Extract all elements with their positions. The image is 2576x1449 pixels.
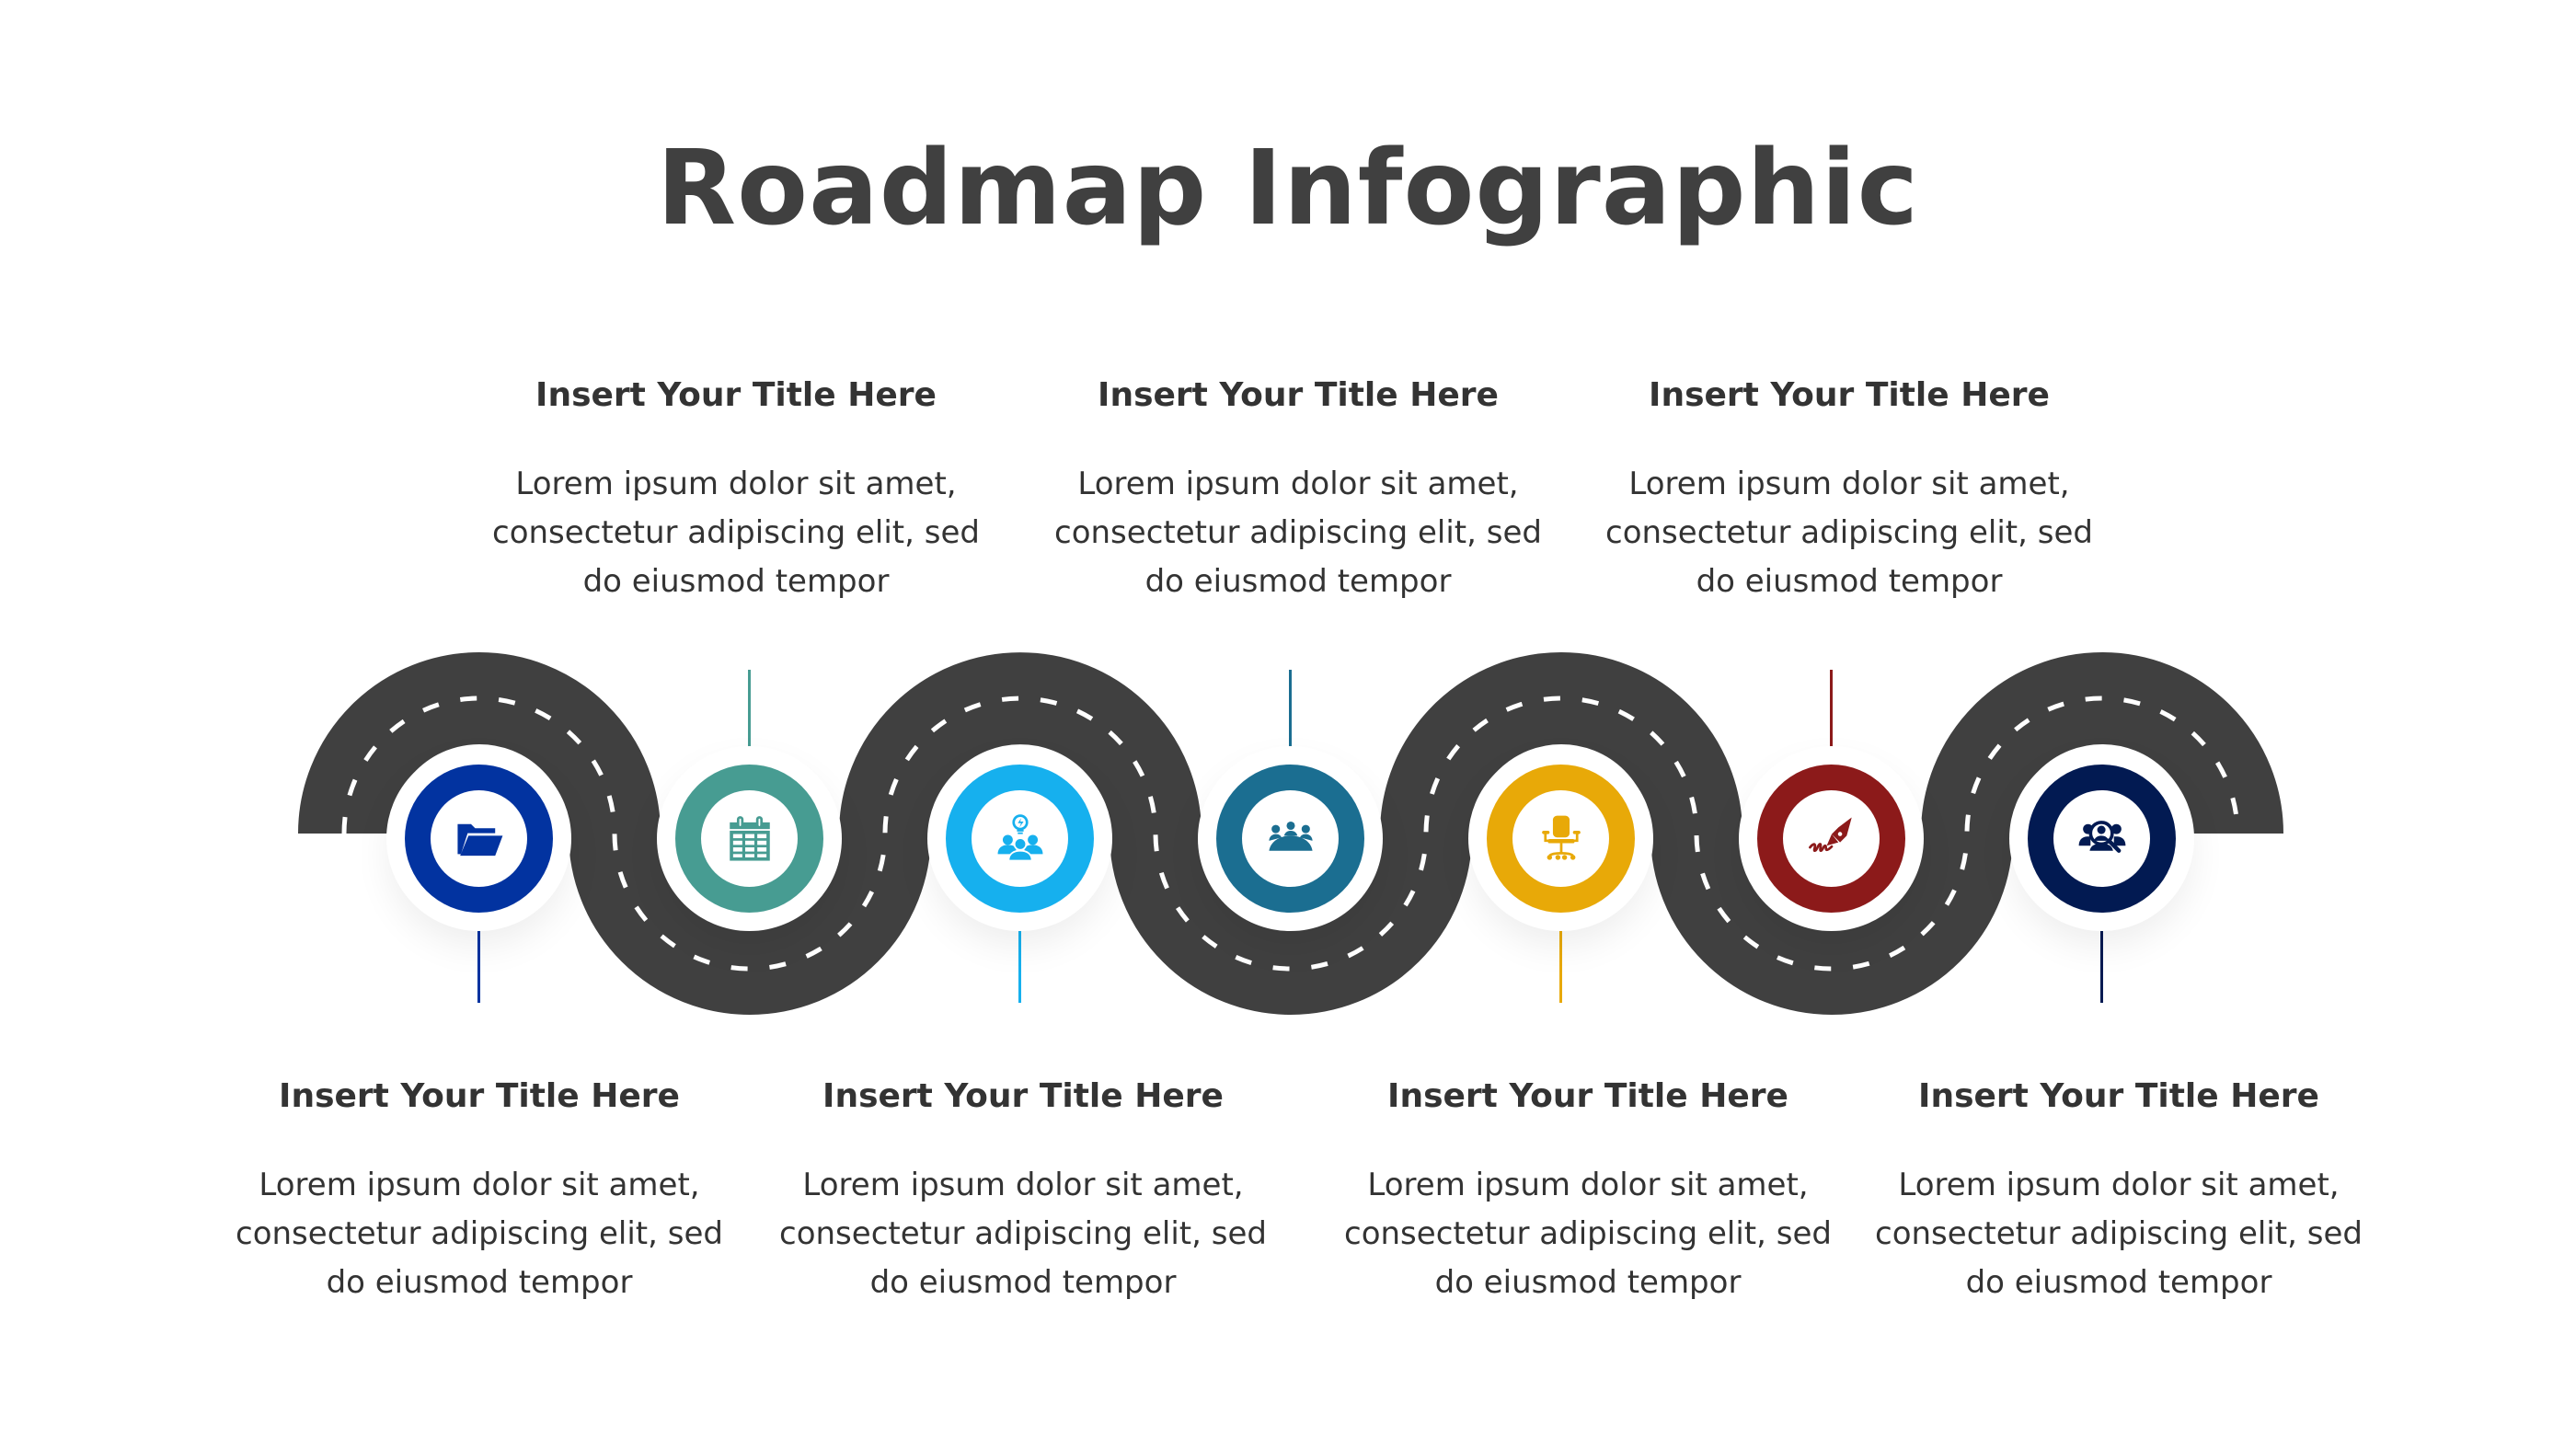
folder-icon xyxy=(456,823,502,856)
milestone-node-5 xyxy=(1487,765,1635,913)
milestone-title: Insert Your Title Here xyxy=(1387,1077,1788,1115)
milestone-description: Lorem ipsum dolor sit amet, consectetur … xyxy=(1605,466,2093,600)
connector-line-3 xyxy=(1018,911,1021,1003)
milestone-node-7 xyxy=(2028,765,2176,913)
office-chair-icon xyxy=(1541,815,1581,860)
calendar-icon xyxy=(729,815,770,861)
milestone-text-4: Insert Your Title Here Lorem ipsum dolor… xyxy=(1041,375,1556,606)
road-center-dashes xyxy=(341,696,2240,972)
milestone-text-7: Insert Your Title Here Lorem ipsum dolor… xyxy=(1861,1076,2376,1307)
signature-pen-icon xyxy=(1808,816,1852,852)
milestone-text-1: Insert Your Title Here Lorem ipsum dolor… xyxy=(222,1076,737,1307)
milestone-title: Insert Your Title Here xyxy=(535,376,937,414)
milestone-title: Insert Your Title Here xyxy=(1098,376,1499,414)
milestone-title: Insert Your Title Here xyxy=(1649,376,2050,414)
connector-line-4 xyxy=(1289,670,1292,765)
milestone-node-2 xyxy=(675,765,823,913)
milestone-text-5: Insert Your Title Here Lorem ipsum dolor… xyxy=(1330,1076,1846,1307)
milestone-description: Lorem ipsum dolor sit amet, consectetur … xyxy=(236,1167,723,1301)
milestone-description: Lorem ipsum dolor sit amet, consectetur … xyxy=(492,466,980,600)
milestone-title: Insert Your Title Here xyxy=(1918,1077,2319,1115)
connector-line-2 xyxy=(748,670,751,765)
milestone-description: Lorem ipsum dolor sit amet, consectetur … xyxy=(1054,466,1542,600)
milestone-node-3 xyxy=(946,765,1094,913)
milestone-text-6: Insert Your Title Here Lorem ipsum dolor… xyxy=(1592,375,2107,606)
people-search-icon xyxy=(2078,820,2125,853)
page-title: Roadmap Infographic xyxy=(656,129,1920,248)
milestone-title: Insert Your Title Here xyxy=(822,1077,1224,1115)
connector-line-1 xyxy=(477,911,480,1003)
milestone-text-2: Insert Your Title Here Lorem ipsum dolor… xyxy=(478,375,994,606)
milestone-node-4 xyxy=(1216,765,1364,913)
milestone-title: Insert Your Title Here xyxy=(279,1077,680,1115)
connector-line-5 xyxy=(1559,911,1562,1003)
milestone-text-3: Insert Your Title Here Lorem ipsum dolor… xyxy=(765,1076,1281,1307)
connector-line-7 xyxy=(2100,911,2103,1003)
milestone-description: Lorem ipsum dolor sit amet, consectetur … xyxy=(779,1167,1267,1301)
connector-line-6 xyxy=(1830,670,1833,765)
milestone-node-6 xyxy=(1757,765,1905,913)
team-idea-icon xyxy=(997,813,1042,861)
meeting-icon xyxy=(1268,821,1313,851)
milestone-description: Lorem ipsum dolor sit amet, consectetur … xyxy=(1875,1167,2363,1301)
milestone-description: Lorem ipsum dolor sit amet, consectetur … xyxy=(1344,1167,1832,1301)
milestone-node-1 xyxy=(405,765,553,913)
